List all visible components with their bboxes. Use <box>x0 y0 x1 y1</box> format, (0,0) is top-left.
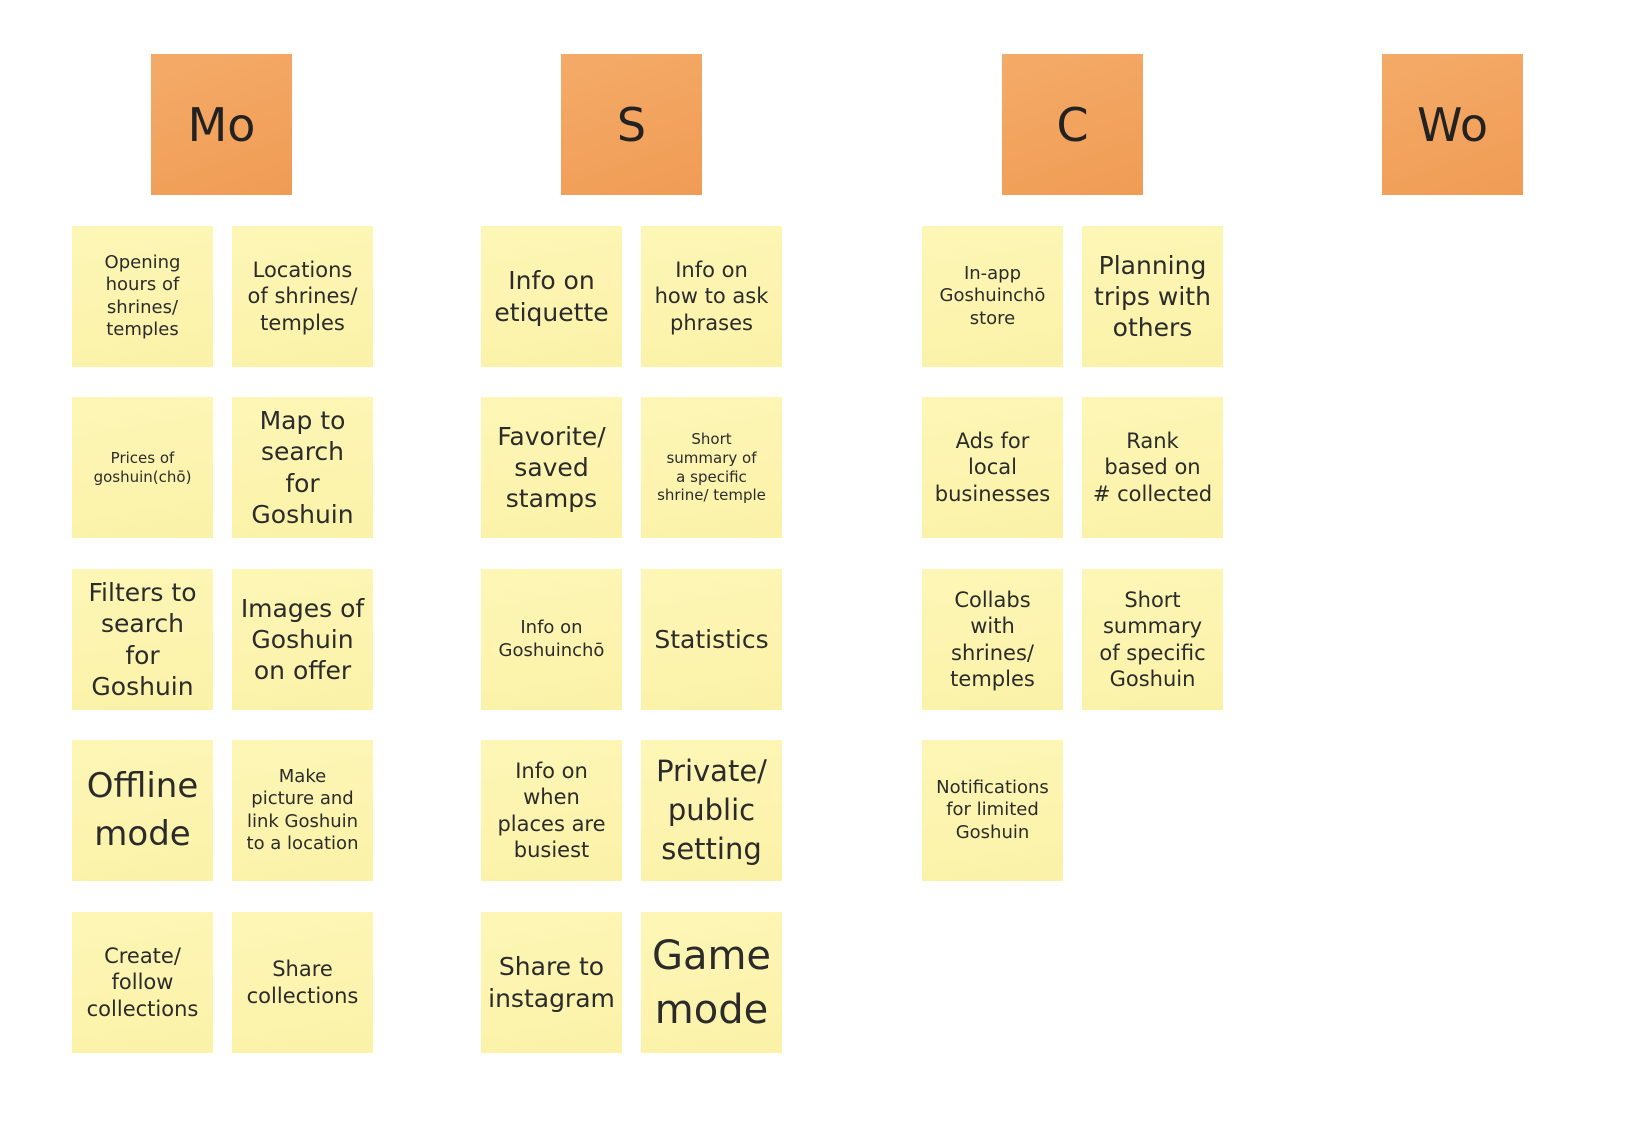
header-wont-have[interactable]: Wo <box>1382 54 1523 204</box>
sticky-note[interactable]: Locations of shrines/ temples <box>232 226 373 376</box>
note-text: Info on when places are busiest <box>497 759 606 862</box>
note-text: Images of Goshuin on offer <box>240 593 365 686</box>
sticky-note[interactable]: Images of Goshuin on offer <box>232 569 373 719</box>
header-could-have[interactable]: C <box>1002 54 1143 204</box>
sticky-note[interactable]: Private/ public setting <box>641 740 782 890</box>
sticky-note[interactable]: Ads for local businesses <box>922 397 1063 547</box>
note-text: Map to search for Goshuin <box>251 406 354 529</box>
sticky-note[interactable]: Info on Goshuinchō <box>481 569 622 719</box>
note-text: Info on etiquette <box>494 266 609 327</box>
note-text: Opening hours of shrines/ temples <box>104 251 181 341</box>
sticky-note[interactable]: In-app Goshuinchō store <box>922 226 1063 376</box>
sticky-note[interactable]: Short summary of specific Goshuin <box>1082 569 1223 719</box>
note-text: Private/ public setting <box>656 753 767 867</box>
note-text: Short summary of a specific shrine/ temp… <box>657 430 766 505</box>
sticky-note[interactable]: Share collections <box>232 912 373 1062</box>
sticky-note[interactable]: Map to search for Goshuin <box>232 397 373 547</box>
note-text: Statistics <box>654 624 769 654</box>
sticky-note[interactable]: Offline mode <box>72 740 213 890</box>
sticky-note[interactable]: Create/ follow collections <box>72 912 213 1062</box>
header-label: Mo <box>187 97 256 152</box>
header-must-have[interactable]: Mo <box>151 54 292 204</box>
note-text: Game mode <box>651 932 772 1033</box>
note-text: Offline mode <box>86 765 199 854</box>
sticky-note[interactable]: Info on when places are busiest <box>481 740 622 890</box>
note-text: Info on Goshuinchō <box>498 617 605 661</box>
sticky-note[interactable]: Notifications for limited Goshuin <box>922 740 1063 890</box>
note-text: Create/ follow collections <box>86 944 199 1021</box>
header-label: C <box>1056 97 1089 152</box>
note-text: Short summary of specific Goshuin <box>1099 588 1206 691</box>
sticky-note[interactable]: Share to instagram <box>481 912 622 1062</box>
sticky-note[interactable]: Prices of goshuin(chō) <box>72 397 213 547</box>
sticky-note[interactable]: Short summary of a specific shrine/ temp… <box>641 397 782 547</box>
note-text: Share to instagram <box>488 952 615 1013</box>
sticky-note[interactable]: Statistics <box>641 569 782 719</box>
sticky-note[interactable]: Make picture and link Goshuin to a locat… <box>232 740 373 890</box>
sticky-note[interactable]: Info on how to ask phrases <box>641 226 782 376</box>
note-text: Info on how to ask phrases <box>654 258 769 335</box>
note-text: Collabs with shrines/ temples <box>950 588 1035 691</box>
sticky-note[interactable]: Info on etiquette <box>481 226 622 376</box>
note-text: Filters to search for Goshuin <box>88 578 197 701</box>
note-text: Ads for local businesses <box>934 429 1051 506</box>
sticky-note[interactable]: Collabs with shrines/ temples <box>922 569 1063 719</box>
note-text: Rank based on # collected <box>1092 429 1213 506</box>
header-label: S <box>616 97 647 152</box>
note-text: Share collections <box>246 957 359 1008</box>
sticky-note[interactable]: Opening hours of shrines/ temples <box>72 226 213 376</box>
header-label: Wo <box>1417 97 1488 152</box>
note-text: Favorite/ saved stamps <box>497 421 606 514</box>
note-text: In-app Goshuinchō store <box>939 262 1046 329</box>
sticky-note[interactable]: Game mode <box>641 912 782 1062</box>
note-text: Prices of goshuin(chō) <box>93 448 192 486</box>
sticky-note[interactable]: Rank based on # collected <box>1082 397 1223 547</box>
note-text: Locations of shrines/ temples <box>247 258 358 335</box>
sticky-note[interactable]: Filters to search for Goshuin <box>72 569 213 719</box>
note-text: Notifications for limited Goshuin <box>936 776 1049 843</box>
header-should-have[interactable]: S <box>561 54 702 204</box>
note-text: Make picture and link Goshuin to a locat… <box>246 765 359 855</box>
sticky-note[interactable]: Planning trips with others <box>1082 226 1223 376</box>
note-text: Planning trips with others <box>1094 250 1211 343</box>
sticky-note[interactable]: Favorite/ saved stamps <box>481 397 622 547</box>
